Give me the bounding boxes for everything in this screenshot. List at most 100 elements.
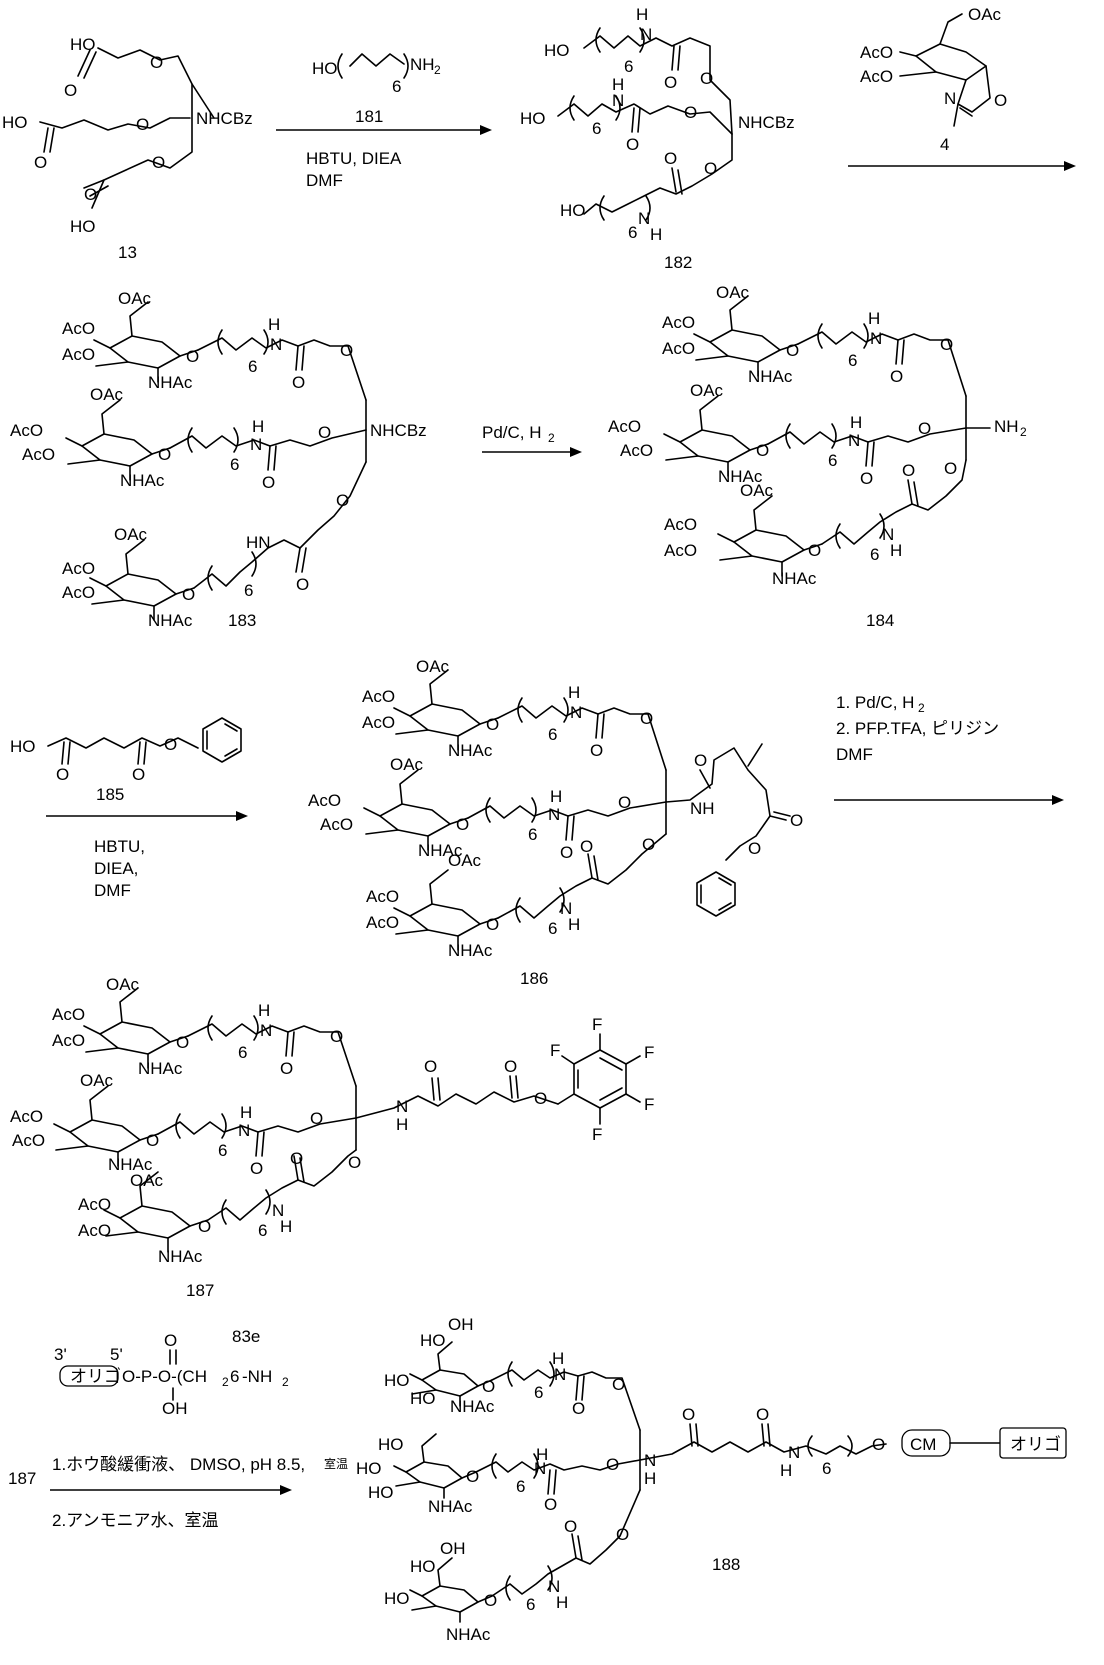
svg-text:NH: NH bbox=[410, 55, 435, 74]
compound-183: OAc AcO AcO NHAc O N H 6 O O OAc AcO AcO… bbox=[10, 289, 427, 630]
svg-text:AcO: AcO bbox=[362, 713, 395, 732]
svg-text:OAc: OAc bbox=[118, 289, 152, 308]
c184-nh2: NH bbox=[994, 417, 1019, 436]
svg-text:AcO: AcO bbox=[308, 791, 341, 810]
svg-text:3': 3' bbox=[54, 1345, 67, 1364]
svg-text:N: N bbox=[788, 1443, 800, 1462]
svg-text:O: O bbox=[484, 1591, 497, 1610]
svg-text:HN: HN bbox=[246, 533, 271, 552]
compound-label-186: 186 bbox=[520, 969, 548, 988]
svg-text:AcO: AcO bbox=[664, 515, 697, 534]
cm-label: CM bbox=[910, 1435, 936, 1454]
svg-text:AcO: AcO bbox=[860, 43, 893, 62]
svg-text:HO: HO bbox=[378, 1435, 404, 1454]
svg-text:O: O bbox=[786, 341, 799, 360]
svg-text:2: 2 bbox=[548, 431, 555, 445]
svg-text:NHAc: NHAc bbox=[748, 367, 793, 386]
c13-nhcbz: NHCBz bbox=[196, 109, 253, 128]
svg-text:H: H bbox=[280, 1217, 292, 1236]
svg-text:OAc: OAc bbox=[130, 1171, 164, 1190]
svg-text:AcO: AcO bbox=[52, 1005, 85, 1024]
svg-text:AcO: AcO bbox=[62, 319, 95, 338]
svg-text:O: O bbox=[250, 1159, 263, 1178]
svg-text:O: O bbox=[580, 837, 593, 856]
svg-text:O: O bbox=[152, 153, 165, 172]
svg-text:6: 6 bbox=[822, 1459, 831, 1478]
svg-text:O: O bbox=[940, 335, 953, 354]
compound-187: OAc AcO AcO NHAc O N H 6 O O OAc AcO AcO… bbox=[10, 975, 654, 1300]
svg-text:OAc: OAc bbox=[80, 1071, 114, 1090]
svg-text:HO: HO bbox=[10, 737, 36, 756]
svg-text:OH: OH bbox=[448, 1315, 474, 1334]
svg-text:O: O bbox=[56, 765, 69, 784]
c182-nhcbz: NHCBz bbox=[738, 113, 795, 132]
compound-ref-187: 187 bbox=[8, 1469, 36, 1488]
svg-text:NHAc: NHAc bbox=[138, 1059, 183, 1078]
svg-text:DMF: DMF bbox=[94, 881, 131, 900]
svg-text:O: O bbox=[534, 1089, 547, 1108]
svg-text:O: O bbox=[902, 461, 915, 480]
svg-text:NHAc: NHAc bbox=[158, 1247, 203, 1266]
svg-text:N: N bbox=[396, 1097, 408, 1116]
svg-text:O: O bbox=[290, 1149, 303, 1168]
svg-text:O: O bbox=[790, 811, 803, 830]
svg-text:室温: 室温 bbox=[324, 1456, 348, 1471]
svg-text:O: O bbox=[150, 53, 163, 72]
svg-text:O: O bbox=[198, 1217, 211, 1236]
svg-text:O: O bbox=[918, 419, 931, 438]
svg-text:O: O bbox=[700, 69, 713, 88]
svg-text:HO: HO bbox=[384, 1589, 410, 1608]
svg-text:O: O bbox=[682, 1405, 695, 1424]
compound-label-187: 187 bbox=[186, 1281, 214, 1300]
svg-text:O: O bbox=[564, 1517, 577, 1536]
compound-label-4: 4 bbox=[940, 135, 949, 154]
compound-13: HO O HO O O HO O O O NHCBz 13 bbox=[2, 35, 253, 262]
compound-label-13: 13 bbox=[118, 243, 137, 262]
svg-text:O: O bbox=[606, 1455, 619, 1474]
svg-text:O: O bbox=[466, 1467, 479, 1486]
svg-text:H: H bbox=[252, 417, 264, 436]
svg-text:NHAc: NHAc bbox=[450, 1397, 495, 1416]
compound-184: OAc AcO AcO NHAc O N H 6 O O OAc AcO AcO… bbox=[608, 283, 1027, 630]
svg-text:OAc: OAc bbox=[968, 5, 1002, 24]
svg-text:AcO: AcO bbox=[62, 559, 95, 578]
svg-text:H: H bbox=[890, 541, 902, 560]
svg-text:AcO: AcO bbox=[662, 313, 695, 332]
svg-text:O: O bbox=[482, 1377, 495, 1396]
svg-text:2.アンモニア水、室温: 2.アンモニア水、室温 bbox=[52, 1511, 219, 1530]
svg-text:O: O bbox=[158, 445, 171, 464]
svg-text:O: O bbox=[486, 915, 499, 934]
svg-text:O: O bbox=[694, 751, 707, 770]
svg-text:O: O bbox=[860, 469, 873, 488]
svg-text:O: O bbox=[664, 149, 677, 168]
svg-text:N: N bbox=[250, 435, 262, 454]
svg-text:AcO: AcO bbox=[62, 583, 95, 602]
svg-text:HO: HO bbox=[356, 1459, 382, 1478]
svg-text:NHAc: NHAc bbox=[448, 941, 493, 960]
svg-text:O: O bbox=[640, 709, 653, 728]
svg-text:OAc: OAc bbox=[448, 851, 482, 870]
svg-text:N: N bbox=[640, 25, 652, 44]
reaction-arrow-1: HBTU, DIEA DMF bbox=[276, 125, 492, 190]
svg-text:O: O bbox=[176, 1033, 189, 1052]
svg-text:HO: HO bbox=[70, 217, 96, 236]
svg-text:H: H bbox=[780, 1461, 792, 1480]
svg-text:OAc: OAc bbox=[416, 657, 450, 676]
svg-text:O: O bbox=[340, 341, 353, 360]
svg-text:N: N bbox=[870, 329, 882, 348]
svg-text:F: F bbox=[592, 1015, 602, 1034]
svg-text:6: 6 bbox=[244, 581, 253, 600]
svg-text:O: O bbox=[560, 843, 573, 862]
svg-text:O: O bbox=[64, 81, 77, 100]
svg-text:HO: HO bbox=[368, 1483, 394, 1502]
svg-text:OAc: OAc bbox=[114, 525, 148, 544]
svg-text:AcO: AcO bbox=[22, 445, 55, 464]
svg-text:H: H bbox=[850, 413, 862, 432]
svg-text:NHAc: NHAc bbox=[120, 471, 165, 490]
compound-label-83e: 83e bbox=[232, 1327, 260, 1346]
svg-text:N: N bbox=[848, 431, 860, 450]
svg-text:O: O bbox=[292, 373, 305, 392]
svg-text:6: 6 bbox=[828, 451, 837, 470]
svg-text:OAc: OAc bbox=[390, 755, 424, 774]
